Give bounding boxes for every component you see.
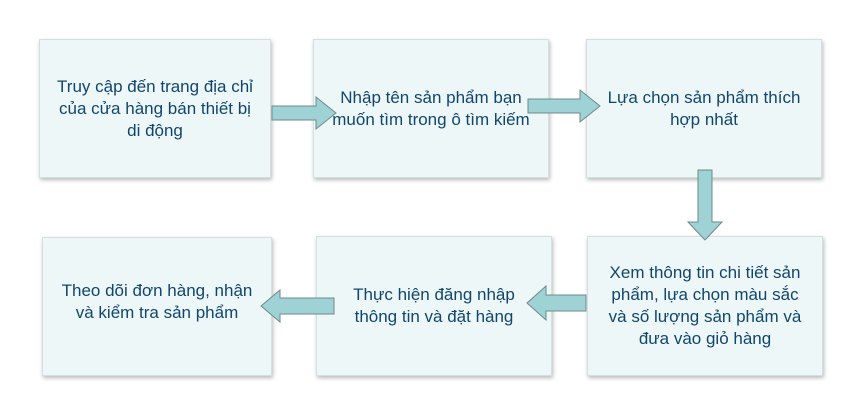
step-text-6: Theo dõi đơn hàng, nhận và kiểm tra sản … bbox=[61, 281, 253, 322]
arrow-right-2 bbox=[527, 88, 601, 124]
step-box-4: Xem thông tin chi tiết sản phẩm, lựa chọ… bbox=[587, 236, 823, 376]
step-text-3: Lựa chọn sản phẩm thích hợp nhất bbox=[607, 87, 801, 129]
step-box-3: Lựa chọn sản phẩm thích hợp nhất bbox=[586, 39, 822, 178]
step-text-2: Nhập tên sản phẩm bạn muốn tìm trong ô t… bbox=[332, 87, 530, 129]
arrow-right-1 bbox=[271, 95, 337, 131]
step-text-4: Xem thông tin chi tiết sản phẩm, lựa chọ… bbox=[608, 263, 802, 348]
arrow-left-4 bbox=[526, 284, 587, 322]
step-text-1: Truy cập đến trang địa chỉ của cửa hàng … bbox=[57, 76, 253, 140]
step-text-5: Thực hiện đăng nhập thông tin và đặt hàn… bbox=[353, 285, 515, 326]
step-box-5: Thực hiện đăng nhập thông tin và đặt hàn… bbox=[316, 236, 552, 376]
arrow-left-5 bbox=[260, 288, 335, 324]
arrow-down-3 bbox=[686, 169, 724, 241]
step-box-1: Truy cập đến trang địa chỉ của cửa hàng … bbox=[39, 39, 271, 178]
step-box-2: Nhập tên sản phẩm bạn muốn tìm trong ô t… bbox=[313, 39, 549, 178]
